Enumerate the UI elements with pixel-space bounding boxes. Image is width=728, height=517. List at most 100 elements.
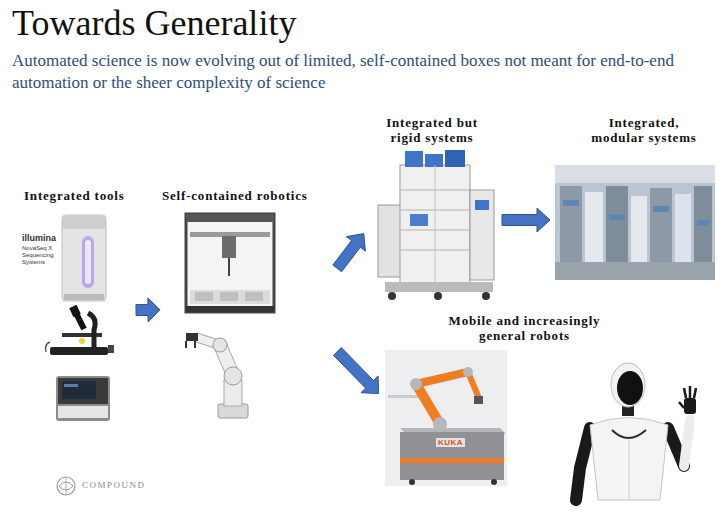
annotation-label: illumina	[22, 233, 56, 243]
logo-emblem-part	[57, 477, 75, 495]
mobile-robot-illustration-part	[400, 432, 504, 480]
microscope-illustration-part	[108, 345, 114, 353]
humanoid-robot-illustration-part	[684, 398, 696, 414]
rigid-system-illustration-part	[385, 282, 493, 292]
rigid-system-illustration-part	[410, 214, 428, 226]
modular-lab-illustration-part	[555, 165, 715, 280]
stage-group: Integrated, modular systems	[552, 112, 720, 284]
mobile-robot-illustration-part	[416, 372, 468, 384]
modular-lab-illustration-part	[694, 186, 712, 264]
robot-arm-illustration-part	[194, 341, 196, 348]
rigid-system-illustration-part	[470, 190, 494, 280]
liquid-handler-illustration-part	[228, 258, 230, 276]
sequencer-illustration-part	[62, 215, 106, 301]
rigid-system-illustration-part	[425, 154, 443, 167]
modular-lab-illustration-part	[555, 262, 715, 280]
liquid-handler-illustration-part	[186, 214, 274, 222]
robot-arm-illustration-part	[213, 338, 227, 352]
humanoid-robot-illustration-part	[689, 386, 692, 398]
stage-heading: Integrated tools	[24, 188, 125, 203]
rigid-system-illustration-part	[435, 165, 436, 283]
liquid-handler-illustration	[186, 214, 274, 312]
rigid-system-illustration-part	[434, 292, 442, 300]
benchtop-device-illustration-part	[58, 378, 108, 404]
humanoid-robot-illustration-part	[679, 402, 684, 408]
rigid-system-illustration-part	[405, 151, 423, 167]
microscope-illustration-part	[88, 313, 95, 347]
benchtop-device-illustration-part	[56, 376, 110, 421]
humanoid-robot-illustration	[576, 363, 696, 500]
sequencer-illustration-part	[62, 215, 106, 229]
rigid-system-illustration-part	[378, 205, 402, 277]
modular-lab-illustration-part	[555, 165, 715, 183]
annotation-label: COMPOUND	[82, 480, 146, 490]
logo-emblem	[57, 477, 75, 495]
sequencer-illustration	[62, 215, 106, 301]
humanoid-robot-illustration-part	[684, 388, 686, 398]
annotation-label: KUKA	[436, 438, 465, 447]
humanoid-robot-illustration-part	[590, 418, 668, 501]
sequencer-illustration-part	[82, 236, 94, 288]
page-title: Towards Generality	[12, 2, 296, 44]
liquid-handler-illustration-part	[220, 292, 238, 301]
block-arrow	[136, 298, 160, 322]
rigid-system-illustration-part	[445, 150, 465, 167]
block-arrow	[333, 348, 378, 394]
sequencer-illustration-part	[64, 294, 104, 300]
microscope-illustration-part	[69, 305, 80, 317]
mobile-robot-illustration-part	[491, 479, 497, 485]
rigid-system-illustration	[378, 150, 494, 300]
stage-group: Mobile and increasingly general robots	[380, 310, 715, 505]
robot-arm-illustration-part	[186, 333, 198, 341]
liquid-handler-illustration-part	[186, 306, 274, 312]
humanoid-robot-illustration-part	[694, 388, 696, 398]
mobile-robot-illustration-part	[474, 396, 483, 404]
humanoid-robot-illustration-part	[684, 420, 690, 466]
benchtop-device-illustration-part	[62, 381, 96, 399]
humanoid-robot-illustration-part	[611, 363, 645, 407]
benchtop-device-illustration	[56, 376, 110, 421]
modular-lab-illustration-part	[653, 206, 669, 212]
humanoid-robot-illustration-part	[612, 430, 646, 438]
mobile-robot-illustration	[385, 350, 507, 486]
benchtop-device-illustration-part	[58, 406, 108, 418]
rigid-system-illustration-part	[475, 200, 489, 210]
stage-group: Integrated tools	[18, 185, 134, 427]
stage-heading: Integrated but rigid systems	[377, 115, 487, 145]
modular-lab-illustration-part	[609, 214, 625, 220]
modular-lab-illustration-part	[606, 186, 628, 264]
mobile-robot-illustration-part	[463, 367, 473, 377]
rigid-system-illustration-part	[482, 292, 490, 300]
block-arrow	[333, 234, 366, 272]
benchtop-device-illustration-part	[64, 384, 78, 387]
modular-lab-illustration-part	[585, 192, 603, 264]
stage-heading: Integrated, modular systems	[584, 115, 704, 145]
liquid-handler-illustration-part	[186, 214, 274, 312]
humanoid-robot-illustration-part	[617, 371, 643, 405]
mobile-robot-illustration-part	[385, 350, 507, 486]
humanoid-robot-illustration-part	[629, 440, 630, 500]
modular-lab-illustration-part	[697, 220, 709, 226]
humanoid-robot-illustration-part	[576, 428, 590, 500]
robot-arm-illustration	[186, 333, 248, 418]
logo-emblem-part	[66, 477, 67, 495]
modular-lab-illustration-part	[675, 194, 691, 264]
mobile-robot-illustration-part	[410, 378, 422, 390]
modular-lab-illustration-part	[650, 188, 672, 264]
modular-lab-illustration	[555, 165, 715, 280]
microscope-illustration-part	[79, 338, 85, 344]
sequencer-illustration-part	[85, 240, 91, 284]
modular-lab-illustration-part	[563, 200, 579, 206]
microscope-illustration-part	[50, 347, 108, 355]
mobile-robot-illustration-part	[409, 479, 415, 485]
liquid-handler-illustration-part	[195, 292, 213, 301]
stage-group: Integrated but rigid systems	[365, 112, 500, 304]
mobile-robot-illustration-part	[400, 458, 504, 463]
microscope-illustration-part	[46, 342, 51, 352]
subtitle: Automated science is now evolving out of…	[12, 50, 726, 94]
stage-group: Self-contained robotics	[162, 185, 336, 425]
microscope-illustration	[46, 305, 115, 355]
liquid-handler-illustration-part	[245, 292, 263, 301]
rigid-system-illustration-part	[400, 165, 470, 283]
